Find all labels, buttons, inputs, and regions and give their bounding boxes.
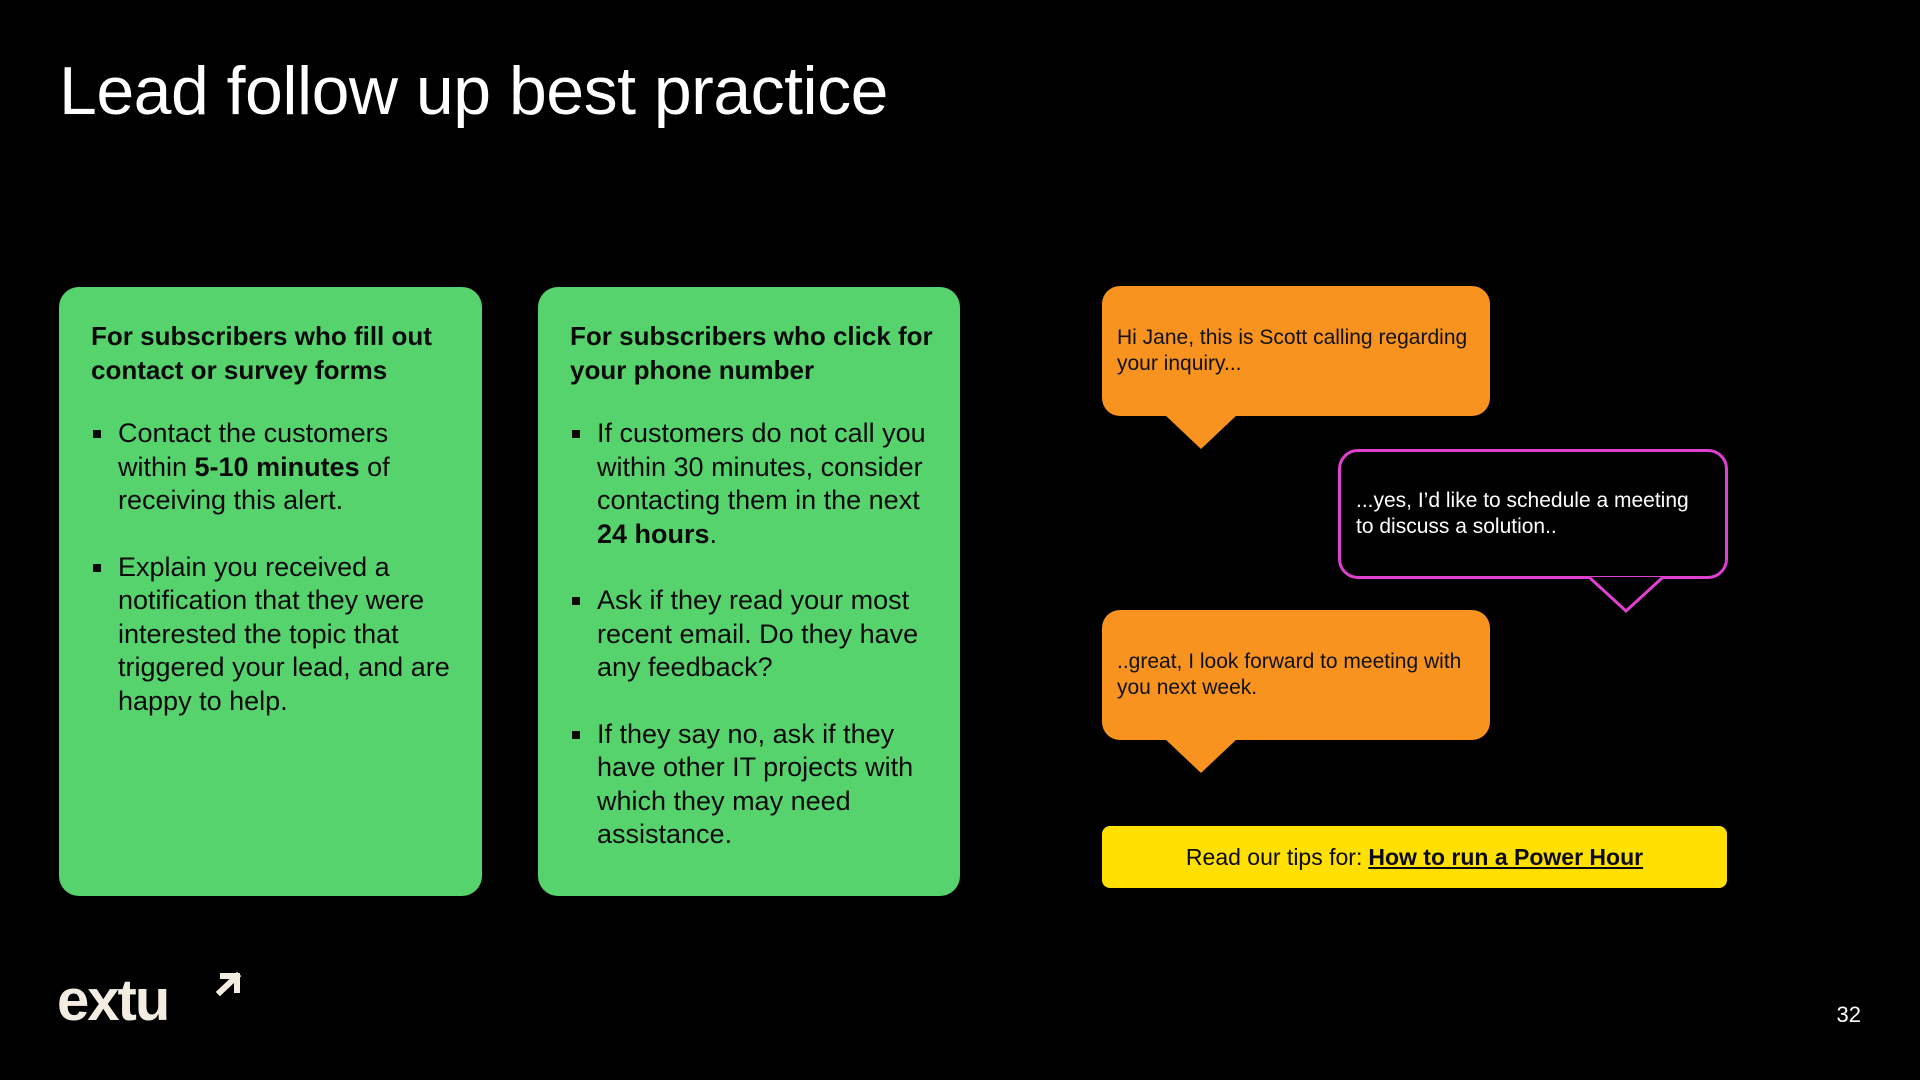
- bullet-icon: [572, 597, 580, 605]
- tips-banner: Read our tips for: How to run a Power Ho…: [1102, 826, 1727, 888]
- logo-wordmark: extu: [57, 968, 168, 1028]
- power-hour-link[interactable]: How to run a Power Hour: [1368, 843, 1644, 870]
- emphasis-text: 5-10 minutes: [194, 451, 360, 482]
- emphasis-text: 24 hours: [597, 518, 710, 549]
- bullet-list: If customers do not call you within 30 m…: [570, 417, 934, 852]
- speech-bubble-caller: Hi Jane, this is Scott calling regarding…: [1102, 286, 1490, 416]
- card-form-subscribers: For subscribers who fill out contact or …: [59, 287, 482, 896]
- list-item: Ask if they read your most recent email.…: [570, 584, 934, 685]
- bubble-text: ..great, I look forward to meeting with …: [1117, 650, 1462, 699]
- bullet-icon: [572, 430, 580, 438]
- extu-logo: extu: [57, 968, 242, 1028]
- page-number: 32: [1836, 1002, 1861, 1027]
- list-item: Explain you received a notification that…: [91, 551, 456, 719]
- speech-bubble-tail-icon: [1164, 414, 1238, 449]
- speech-bubble-caller-reply: ..great, I look forward to meeting with …: [1102, 610, 1490, 740]
- card-phone-subscribers: For subscribers who click for your phone…: [538, 287, 960, 896]
- bullet-icon: [572, 730, 580, 739]
- bullet-list: Contact the customers within 5-10 minute…: [91, 417, 456, 718]
- bubble-text: ...yes, I’d like to schedule a meeting t…: [1356, 489, 1689, 538]
- list-item: Contact the customers within 5-10 minute…: [91, 417, 456, 518]
- bullet-icon: [93, 430, 101, 438]
- speech-bubble-tail-icon: [1164, 738, 1238, 773]
- bubble-text: Hi Jane, this is Scott calling regarding…: [1117, 326, 1468, 375]
- card-heading: For subscribers who click for your phone…: [570, 321, 933, 385]
- list-item: If customers do not call you within 30 m…: [570, 417, 934, 551]
- card-heading: For subscribers who fill out contact or …: [91, 321, 432, 385]
- arrow-up-right-icon: [215, 971, 242, 997]
- tips-prefix: Read our tips for:: [1185, 843, 1363, 870]
- list-item: If they say no, ask if they have other I…: [570, 718, 934, 852]
- speech-bubble-customer: ...yes, I’d like to schedule a meeting t…: [1338, 449, 1728, 579]
- slide-title: Lead follow up best practice: [59, 53, 888, 129]
- bullet-icon: [93, 563, 101, 572]
- speech-bubble-tail-icon: [1588, 576, 1664, 613]
